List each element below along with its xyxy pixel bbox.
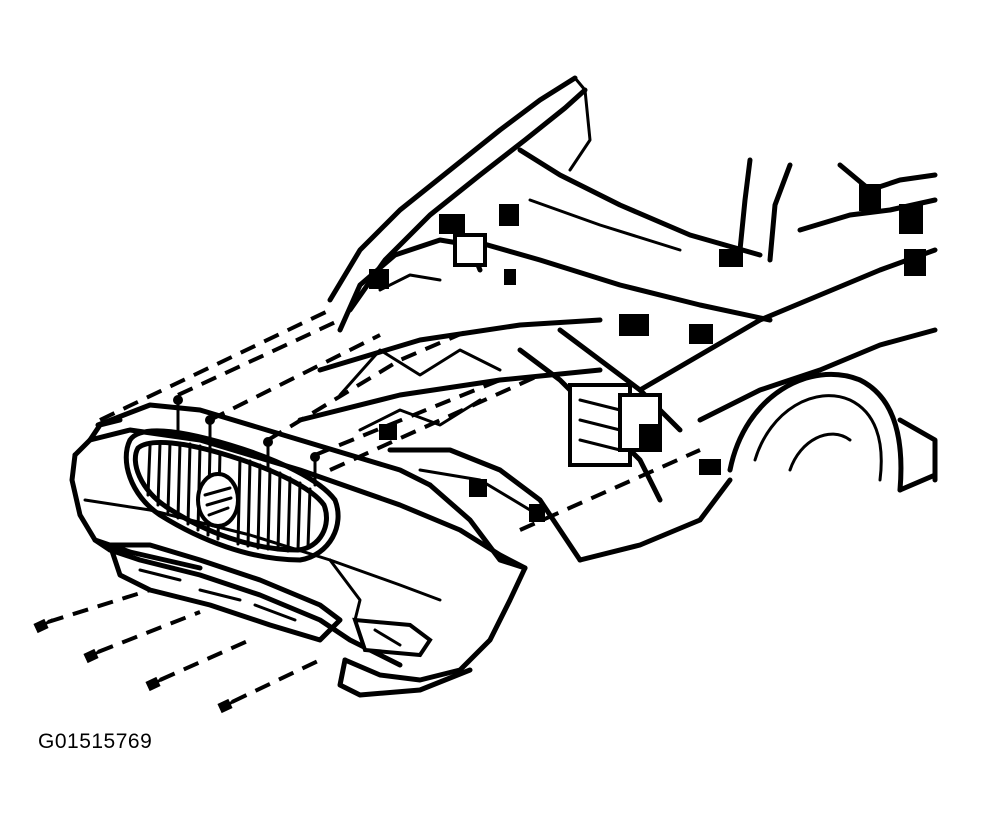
screw-fastener-icon — [217, 698, 238, 714]
front-fascia — [69, 402, 528, 698]
grille — [123, 428, 341, 563]
screw-fastener-icon — [83, 648, 104, 664]
figure-id-label: G01515769 — [38, 730, 153, 753]
top-fasteners — [173, 395, 320, 487]
body-structure — [297, 75, 938, 563]
screw-fastener-icon — [173, 395, 183, 437]
alignment-lines-top — [99, 308, 701, 532]
emblem-icon — [196, 472, 240, 528]
screw-fastener-icon — [263, 437, 273, 472]
lower-fasteners — [33, 588, 321, 714]
screw-fastener-icon — [145, 676, 166, 692]
screw-fastener-icon — [33, 618, 54, 634]
